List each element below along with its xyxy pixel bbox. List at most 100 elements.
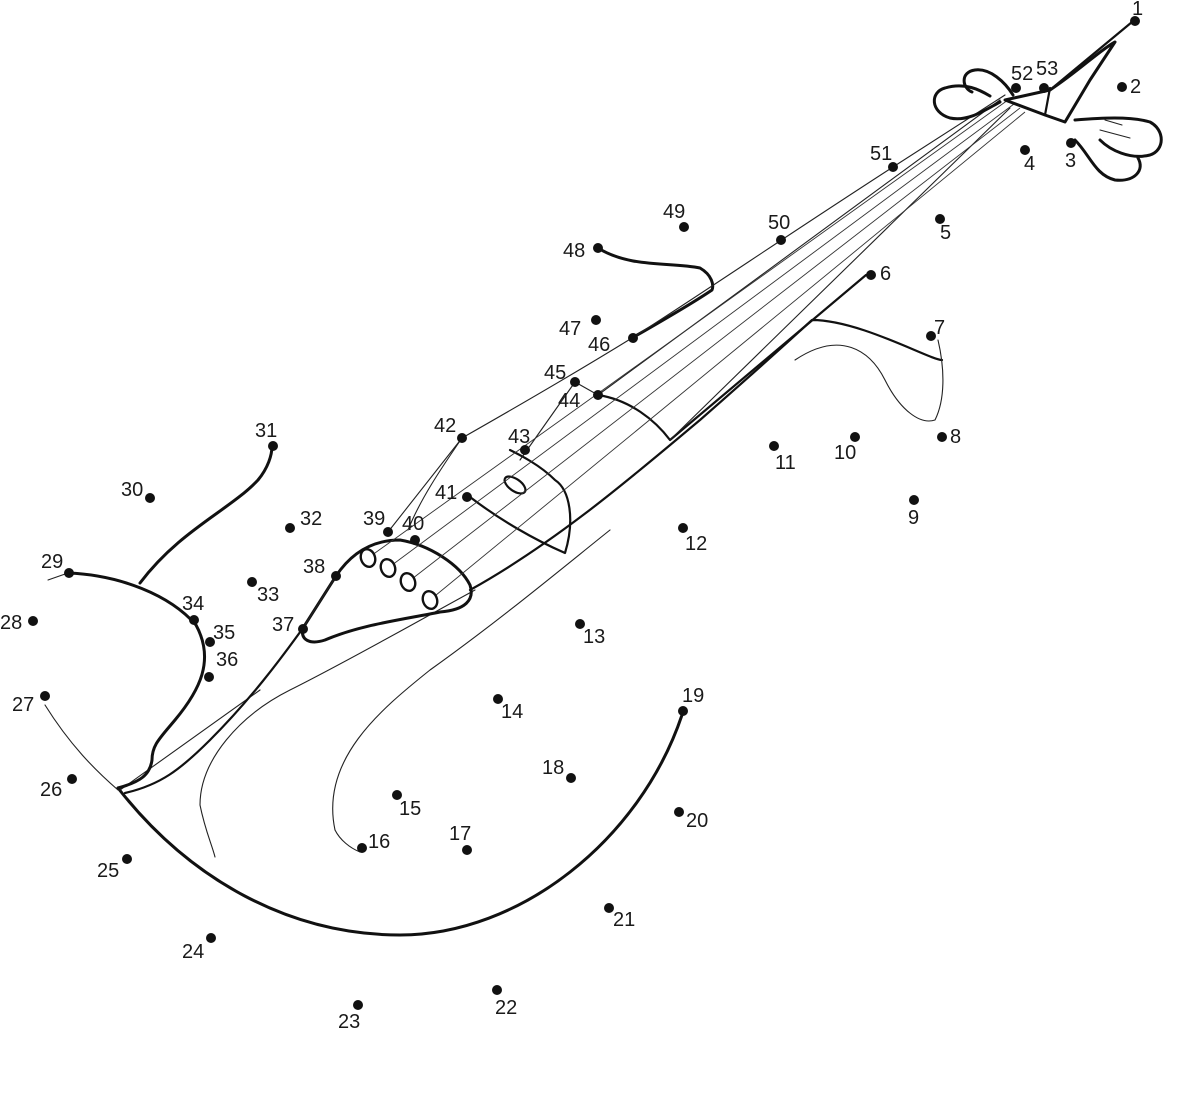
dot-4[interactable]: 4 — [1020, 145, 1035, 175]
svg-text:6: 6 — [880, 263, 891, 285]
dot-22[interactable]: 22 — [492, 985, 517, 1019]
svg-text:36: 36 — [216, 649, 238, 671]
svg-text:35: 35 — [213, 622, 235, 644]
svg-text:39: 39 — [363, 508, 385, 530]
dot-48[interactable]: 48 — [563, 240, 603, 262]
svg-text:13: 13 — [583, 626, 605, 648]
dot-44[interactable]: 44 — [558, 390, 603, 412]
dot-12[interactable]: 12 — [678, 523, 707, 555]
dot-15[interactable]: 15 — [392, 790, 421, 820]
dot-21[interactable]: 21 — [604, 903, 635, 931]
svg-text:11: 11 — [775, 452, 796, 474]
dot-5[interactable]: 5 — [935, 214, 951, 244]
dot-47[interactable]: 47 — [559, 315, 601, 340]
dot-37[interactable]: 37 — [272, 614, 308, 636]
dot-43[interactable]: 43 — [508, 426, 530, 455]
dot-29[interactable]: 29 — [41, 551, 74, 578]
dot-39[interactable]: 39 — [363, 508, 393, 537]
dot-3[interactable]: 3 — [1065, 138, 1076, 172]
dot-34[interactable]: 34 — [182, 593, 204, 625]
dot-32[interactable]: 32 — [285, 508, 322, 533]
svg-text:40: 40 — [402, 513, 424, 535]
svg-text:26: 26 — [40, 779, 62, 801]
dot-26[interactable]: 26 — [40, 774, 77, 801]
svg-text:18: 18 — [542, 757, 564, 779]
svg-text:52: 52 — [1011, 63, 1033, 85]
svg-text:7: 7 — [934, 317, 945, 339]
dot-13[interactable]: 13 — [575, 619, 605, 648]
svg-text:20: 20 — [686, 810, 708, 832]
svg-text:41: 41 — [435, 482, 457, 504]
dot-51[interactable]: 51 — [870, 143, 898, 172]
dot-18[interactable]: 18 — [542, 757, 576, 783]
svg-text:49: 49 — [663, 201, 685, 223]
svg-text:47: 47 — [559, 318, 581, 340]
string-hole-3 — [399, 572, 417, 592]
svg-text:34: 34 — [182, 593, 204, 615]
dot-24[interactable]: 24 — [182, 933, 216, 963]
svg-text:15: 15 — [399, 798, 421, 820]
svg-text:42: 42 — [434, 415, 456, 437]
dot-16[interactable]: 16 — [357, 831, 390, 853]
dot-30[interactable]: 30 — [121, 479, 155, 503]
svg-text:37: 37 — [272, 614, 294, 636]
svg-text:2: 2 — [1130, 76, 1141, 98]
dot-25[interactable]: 25 — [97, 854, 132, 882]
tailpiece-holes — [359, 548, 439, 610]
dot-52[interactable]: 52 — [1011, 63, 1033, 93]
violin-strings — [367, 99, 1026, 601]
svg-text:38: 38 — [303, 556, 325, 578]
svg-text:23: 23 — [338, 1011, 360, 1033]
dot-45[interactable]: 45 — [544, 362, 580, 387]
svg-text:3: 3 — [1065, 150, 1076, 172]
dot-20[interactable]: 20 — [674, 807, 708, 832]
dot-28[interactable]: 28 — [0, 612, 38, 634]
svg-text:4: 4 — [1024, 153, 1035, 175]
svg-text:30: 30 — [121, 479, 143, 501]
dot-17[interactable]: 17 — [449, 823, 472, 855]
dot-1[interactable]: 1 — [1130, 0, 1143, 26]
dot-41[interactable]: 41 — [435, 482, 472, 504]
dot-36[interactable]: 36 — [204, 649, 238, 682]
dot-35[interactable]: 35 — [205, 622, 235, 647]
dot-33[interactable]: 33 — [247, 577, 279, 606]
dot-11[interactable]: 11 — [769, 441, 796, 474]
dot-19[interactable]: 19 — [678, 685, 704, 716]
dot-23[interactable]: 23 — [338, 1000, 363, 1033]
dot-2[interactable]: 2 — [1117, 76, 1141, 98]
svg-text:28: 28 — [0, 612, 22, 634]
dot-8[interactable]: 8 — [937, 426, 961, 448]
dot-27[interactable]: 27 — [12, 691, 50, 716]
string-hole-4 — [421, 590, 439, 610]
dot-6[interactable]: 6 — [866, 263, 891, 285]
svg-text:50: 50 — [768, 212, 790, 234]
svg-text:8: 8 — [950, 426, 961, 448]
string-hole-1 — [359, 548, 377, 568]
svg-text:31: 31 — [255, 420, 277, 442]
dot-40[interactable]: 40 — [402, 513, 424, 545]
dot-10[interactable]: 10 — [834, 432, 860, 464]
svg-text:44: 44 — [558, 390, 580, 412]
svg-text:32: 32 — [300, 508, 322, 530]
dot-38[interactable]: 38 — [303, 556, 341, 581]
svg-text:45: 45 — [544, 362, 566, 384]
dot-53[interactable]: 53 — [1036, 58, 1058, 93]
dot-14[interactable]: 14 — [493, 694, 523, 723]
svg-text:25: 25 — [97, 860, 119, 882]
svg-text:24: 24 — [182, 941, 204, 963]
dot-31[interactable]: 31 — [255, 420, 278, 451]
string-hole-2 — [379, 558, 397, 578]
svg-text:19: 19 — [682, 685, 704, 707]
scroll-pegbox — [932, 20, 1163, 182]
dot-7[interactable]: 7 — [926, 317, 945, 341]
svg-text:14: 14 — [501, 701, 523, 723]
svg-text:53: 53 — [1036, 58, 1058, 80]
dot-9[interactable]: 9 — [908, 495, 919, 529]
dot-49[interactable]: 49 — [663, 201, 689, 232]
dot-46[interactable]: 46 — [588, 333, 638, 356]
svg-text:12: 12 — [685, 533, 707, 555]
dot-42[interactable]: 42 — [434, 415, 467, 443]
dot-50[interactable]: 50 — [768, 212, 790, 245]
svg-text:43: 43 — [508, 426, 530, 448]
